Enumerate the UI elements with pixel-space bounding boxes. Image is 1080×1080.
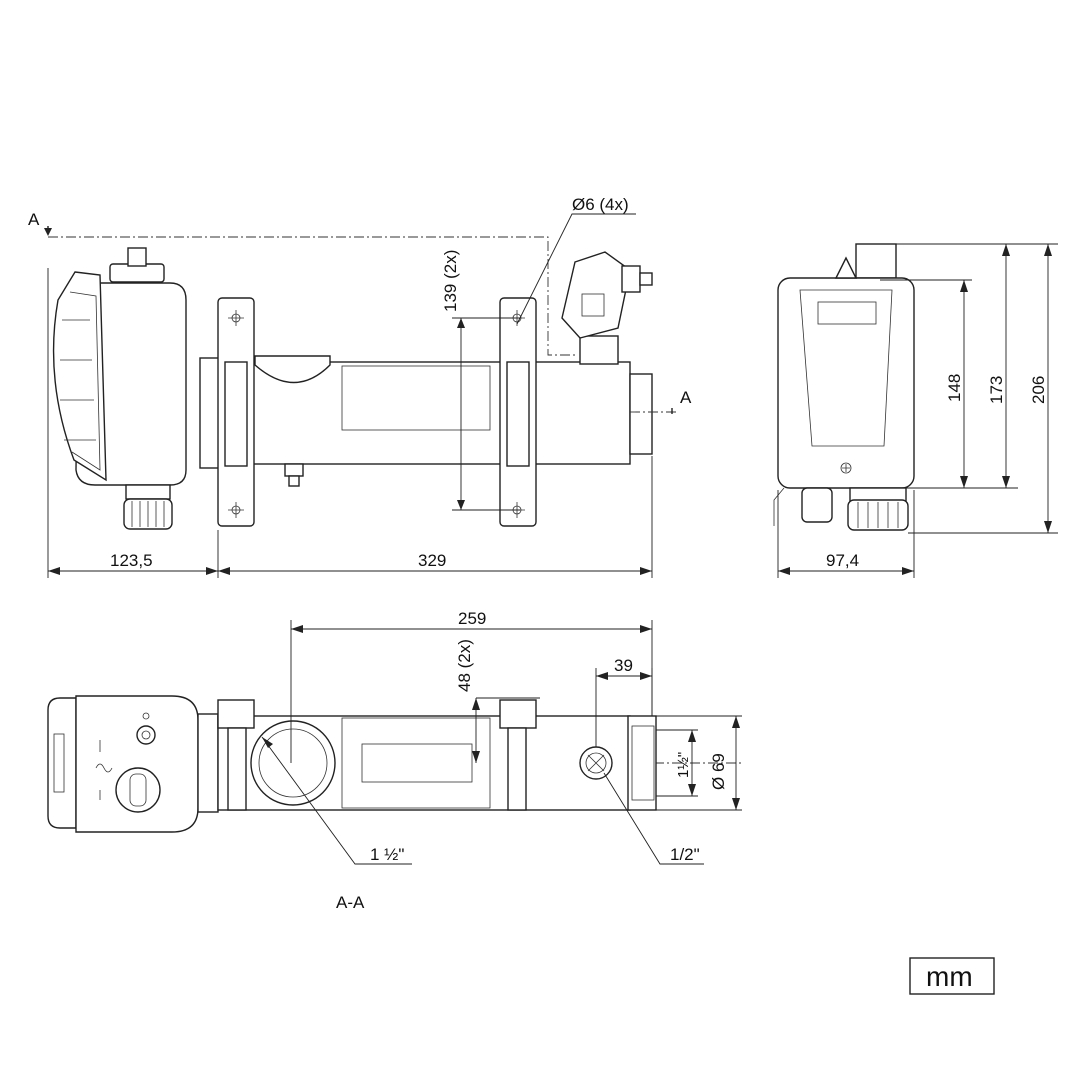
dim-97-4: 97,4 [826,551,859,570]
tube-flange [199,357,221,469]
sensor-gland [621,265,641,293]
front-housing [777,277,915,489]
clamp-right [506,361,530,467]
section-marker-right: A [680,388,692,407]
section-view: 1 ½" 1/2" 259 48 (2x) 39 1½" Ø 69 [47,609,742,912]
section-label-area [361,743,473,783]
dim-329: 329 [418,551,446,570]
section-bracket-left [217,699,255,729]
dim-diam-69: Ø 69 [709,753,728,790]
dim-48: 48 (2x) [455,639,474,692]
front-panel [799,289,893,447]
callout-1-5: 1 ½" [370,845,404,864]
tube-label-area [341,365,491,431]
section-line [48,236,578,356]
unit-box [909,957,995,995]
section-label: A-A [336,893,365,912]
dim-39: 39 [614,656,633,675]
dim-173: 173 [987,376,1006,404]
dim-1-5-in: 1½" [675,752,692,778]
section-outlet [627,715,657,811]
top-cap [109,263,165,283]
inlet-port [250,720,336,806]
section-marker-left: A [28,210,40,229]
callout-1-2: 1/2" [670,845,700,864]
dim-148: 148 [945,374,964,402]
section-lid [47,697,77,829]
top-plug [127,247,147,267]
front-screw [840,462,852,474]
side-view: A Ø6 (4x) [28,195,692,578]
dim-206: 206 [1029,376,1048,404]
clamp-left [224,361,248,467]
dim-123-5: 123,5 [110,551,153,570]
outlet-nozzle [629,373,653,455]
sensor-logo [581,293,605,317]
gland-nut [125,484,171,500]
front-gland-small [801,487,833,523]
front-lock [834,256,858,279]
unit-label: mm [926,961,973,992]
drain-plug [284,463,304,477]
sensor-neck [579,335,619,365]
section-bracket-right [499,699,537,729]
front-view: 148 173 206 97,4 [773,243,1058,578]
front-top-plug [855,243,897,279]
inlet-saddle [254,355,331,384]
sensor-head [561,251,631,339]
section-knob-large [115,767,161,813]
housing-lid [52,271,107,482]
dim-259: 259 [458,609,486,628]
dim-139: 139 (2x) [441,250,460,312]
section-knob-small [136,725,156,745]
hole-callout: Ø6 (4x) [572,195,629,214]
front-display [817,301,877,325]
